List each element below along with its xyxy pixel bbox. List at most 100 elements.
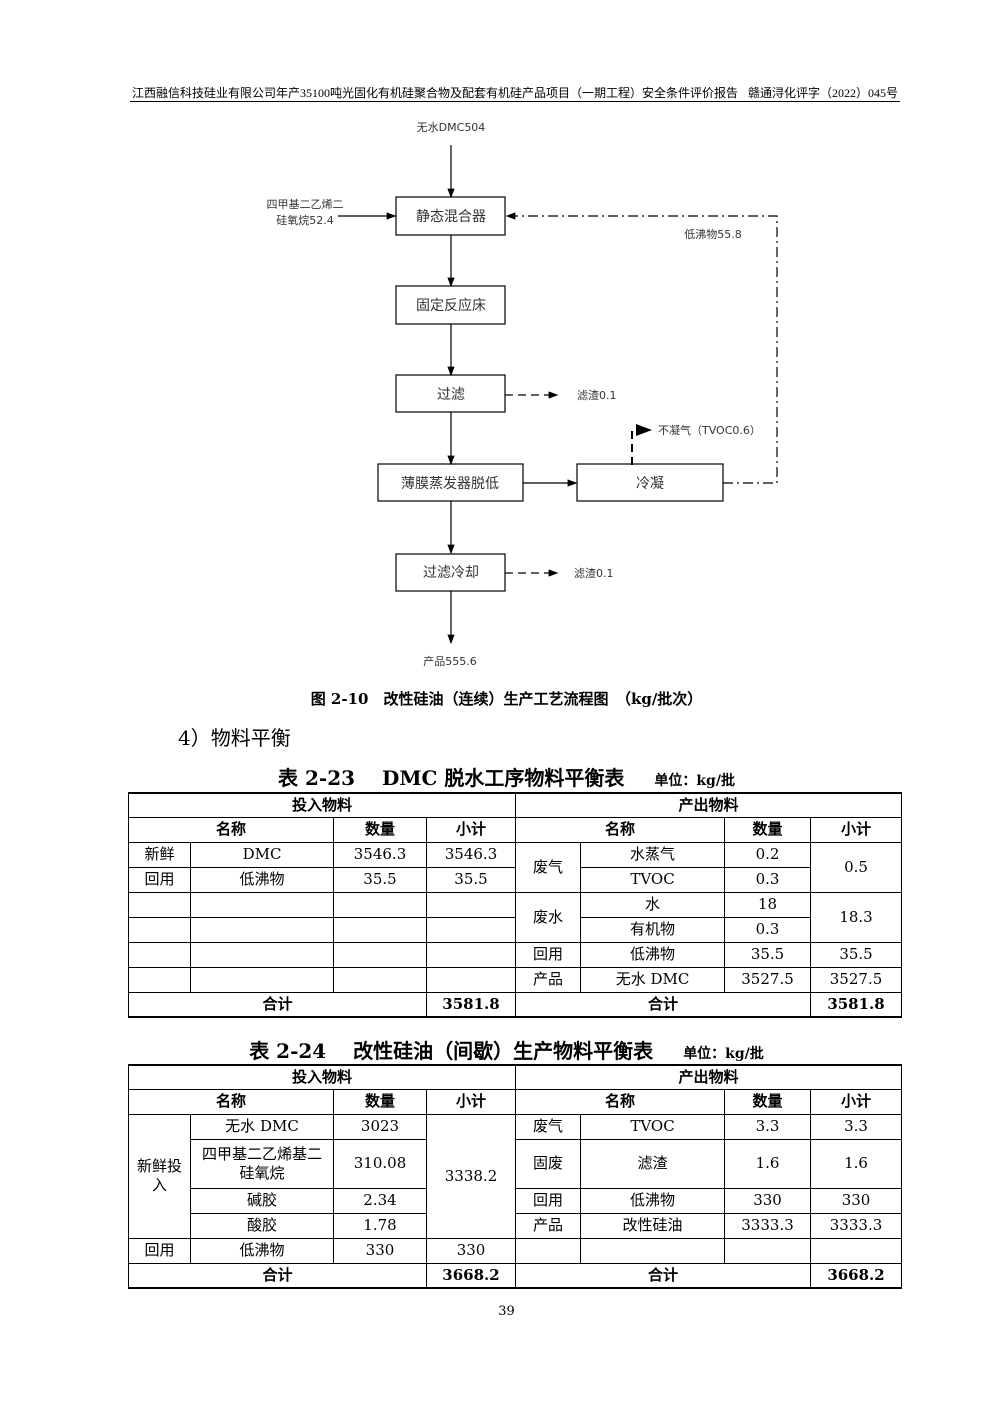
table-cell: DMC — [190, 841, 334, 868]
table-cell: 0.5 — [810, 841, 903, 893]
table-cell: 2.34 — [333, 1187, 427, 1214]
table-cell: TVOC — [580, 866, 726, 893]
page-number: 39 — [498, 1304, 515, 1319]
header-rule — [130, 101, 900, 102]
table-cell — [425, 966, 517, 993]
table-cell: 产品 — [515, 1212, 582, 1239]
table-cell: 3333.3 — [810, 1212, 903, 1239]
table-cell: 废气 — [515, 1113, 582, 1140]
table-cell — [580, 1237, 726, 1264]
table-cell: 3546.3 — [333, 841, 427, 868]
residue-label: 滤渣0.1 — [574, 566, 614, 580]
table-cell: 低沸物 — [580, 941, 726, 968]
table-cell — [425, 916, 517, 943]
table-cell: 小计 — [425, 816, 517, 843]
table-cell: 产品 — [515, 966, 582, 993]
table-cell: 废气 — [515, 841, 582, 893]
figure-caption: 图 2-10 改性硅油（连续）生产工艺流程图 （kg/批次） — [310, 690, 703, 708]
box-label: 薄膜蒸发器脱低 — [401, 476, 499, 492]
table-cell: 合计 — [515, 991, 812, 1018]
table-cell: 1.78 — [333, 1212, 427, 1239]
table-cell: 35.5 — [724, 941, 812, 968]
table2-title: 表 2-24 改性硅油（间歇）生产物料平衡表单位：kg/批 — [249, 1039, 764, 1063]
table-cell: 酸胶 — [190, 1212, 334, 1239]
table-cell: 3338.2 — [425, 1113, 517, 1239]
table-cell: 3668.2 — [425, 1262, 517, 1289]
table-cell: 名称 — [515, 816, 726, 843]
table-cell: 18.3 — [810, 891, 903, 943]
table-cell: 小计 — [425, 1088, 517, 1115]
table-cell: 35.5 — [425, 866, 517, 893]
table-cell: 新鲜投入 — [128, 1113, 191, 1239]
table-cell — [190, 966, 334, 993]
table-cell: 3581.8 — [810, 991, 903, 1018]
table-cell: 数量 — [724, 1088, 812, 1115]
table-cell: 投入物料 — [127, 792, 517, 818]
table-cell: 310.08 — [333, 1138, 427, 1189]
table-cell: 小计 — [810, 1088, 903, 1115]
table-cell: 18 — [724, 891, 812, 918]
table-cell: 名称 — [128, 1088, 334, 1115]
header-doc-number: 赣通浔化评字（2022）045号 — [747, 86, 898, 100]
table-cell: 无水 DMC — [580, 966, 726, 993]
table-cell: TVOC — [580, 1113, 726, 1140]
table-cell: 回用 — [515, 941, 582, 968]
table-cell: 产出物料 — [515, 792, 903, 818]
table-cell: 产出物料 — [515, 1064, 903, 1090]
box-static-mixer — [395, 196, 506, 236]
table-cell: 改性硅油 — [580, 1212, 726, 1239]
table-cell — [190, 941, 334, 968]
table-cell: 小计 — [810, 816, 903, 843]
table-cell: 3527.5 — [810, 966, 903, 993]
table-cell — [425, 941, 517, 968]
table-cell — [515, 1237, 582, 1264]
table-cell: 330 — [724, 1187, 812, 1214]
table-cell: 新鲜 — [128, 841, 191, 868]
table-cell: 0.3 — [724, 916, 812, 943]
input-siloxane-1: 四甲基二乙烯二 — [267, 198, 344, 211]
box-label: 静态混合器 — [416, 209, 486, 225]
table-cell: 35.5 — [810, 941, 903, 968]
table-cell: 330 — [333, 1237, 427, 1264]
table-cell: 低沸物 — [190, 1237, 334, 1264]
table-cell: 35.5 — [333, 866, 427, 893]
table-cell: 合计 — [128, 1262, 427, 1289]
table-cell — [128, 966, 191, 993]
box-label: 过滤冷却 — [423, 565, 479, 581]
table-cell — [190, 916, 334, 943]
table-cell: 数量 — [724, 816, 812, 843]
table-cell — [333, 966, 427, 993]
residue-label: 滤渣0.1 — [577, 388, 617, 402]
table-cell: 水 — [580, 891, 726, 918]
table-cell: 3668.2 — [810, 1262, 903, 1289]
input-dmc: 无水DMC504 — [417, 121, 486, 134]
table-cell: 3527.5 — [724, 966, 812, 993]
table-cell: 废水 — [515, 891, 582, 943]
table-cell: 名称 — [515, 1088, 726, 1115]
table-cell: 合计 — [515, 1262, 812, 1289]
table-cell: 数量 — [333, 816, 427, 843]
table-cell: 1.6 — [724, 1138, 812, 1189]
process-flow-diagram: 无水DMC504 四甲基二乙烯二 硅氧烷52.4 低沸物55.8 静态混合器 固… — [267, 121, 778, 668]
table-cell — [333, 891, 427, 918]
table-cell: 数量 — [333, 1088, 427, 1115]
table-cell: 滤渣 — [580, 1138, 726, 1189]
table-cell: 330 — [810, 1187, 903, 1214]
box-label: 冷凝 — [636, 476, 664, 492]
table-cell: 3581.8 — [425, 991, 517, 1018]
table-cell — [190, 891, 334, 918]
table-cell: 330 — [425, 1237, 517, 1264]
table-cell: 固废 — [515, 1138, 582, 1189]
table-cell: 名称 — [128, 816, 334, 843]
